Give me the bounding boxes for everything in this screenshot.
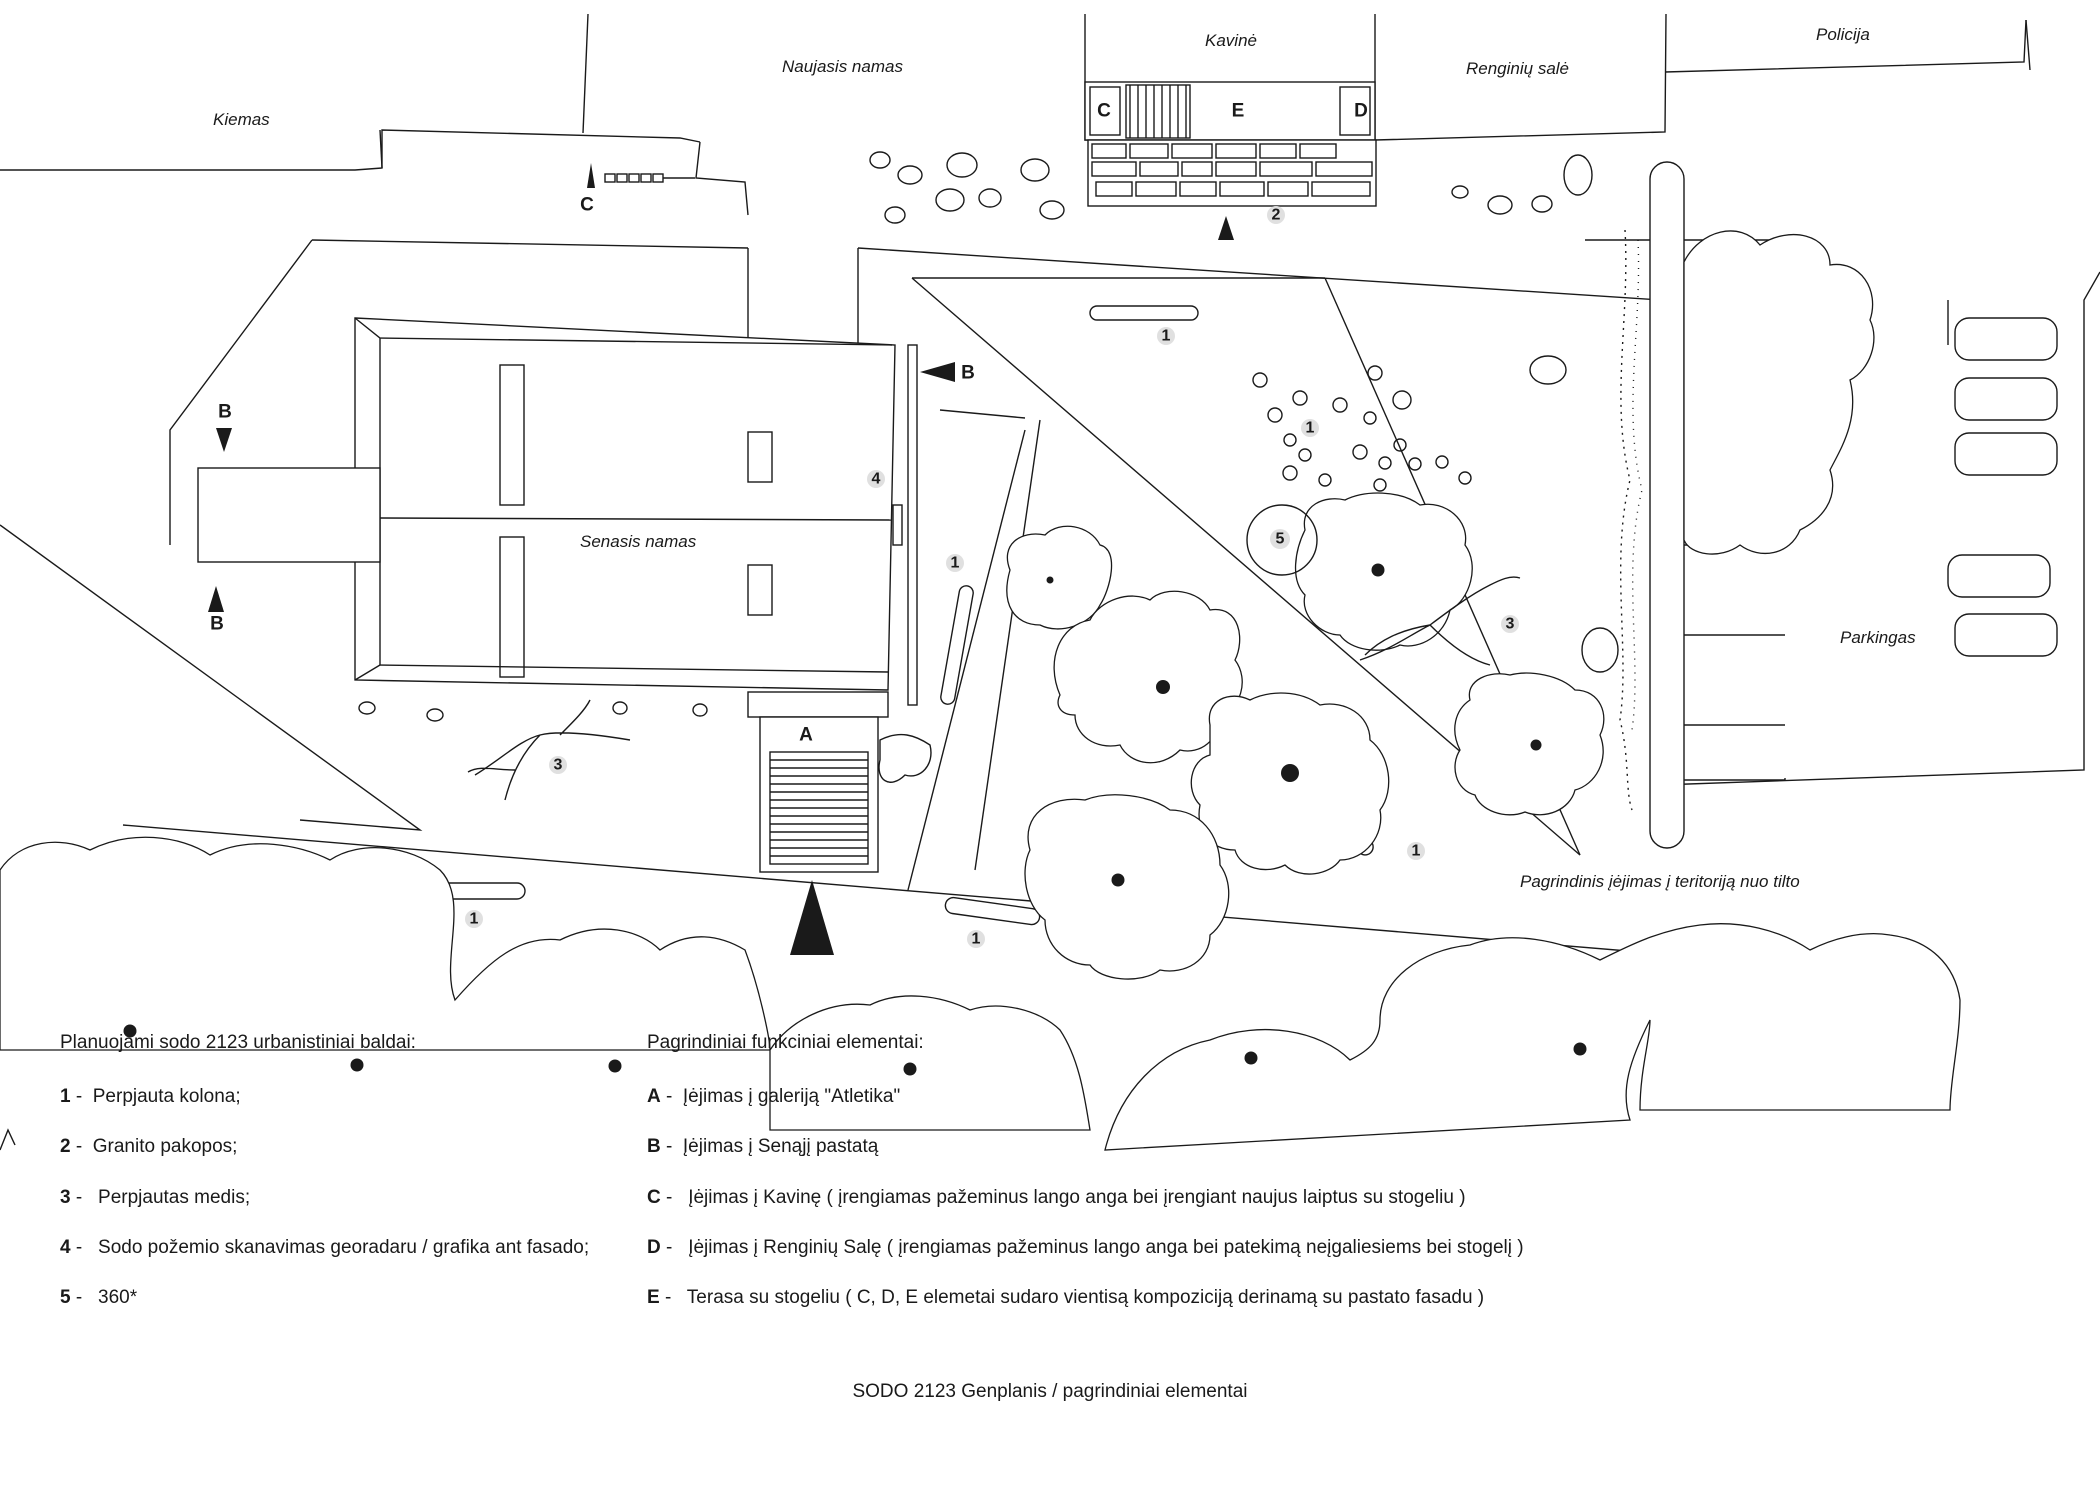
cafe-step-arrow-icon bbox=[1218, 216, 1234, 240]
label-kavine: Kavinė bbox=[1205, 31, 1257, 50]
cafe-steps bbox=[1125, 84, 1191, 139]
granite-steps bbox=[1087, 139, 1377, 207]
top-buildings bbox=[0, 13, 2031, 216]
label-parkingas: Parkingas bbox=[1840, 628, 1916, 647]
marker-c-window: C bbox=[580, 195, 594, 216]
marker-1-top: 1 bbox=[1162, 328, 1171, 345]
boulders bbox=[358, 151, 1619, 722]
label-policija: Policija bbox=[1816, 25, 1870, 44]
marker-d: D bbox=[1354, 101, 1368, 122]
legend-right-item: C - Įėjimas į Kavinę ( įrengiamas pažemi… bbox=[647, 1187, 1466, 1208]
legend-right-item: B - Įėjimas į Senąjį pastatą bbox=[647, 1136, 879, 1157]
marker-b-west-bottom: B bbox=[210, 614, 224, 635]
label-kiemas: Kiemas bbox=[213, 110, 270, 129]
trees bbox=[123, 492, 1605, 1076]
hedge-row bbox=[0, 836, 1961, 1151]
plan-caption: SODO 2123 Genplanis / pagrindiniai eleme… bbox=[852, 1381, 1248, 1402]
legend-left-item: 1 - Perpjauta kolona; bbox=[60, 1086, 241, 1107]
marker-3-west: 3 bbox=[554, 757, 563, 774]
marker-3-east: 3 bbox=[1506, 616, 1515, 633]
b-entrance-markers bbox=[208, 362, 955, 612]
viewpoint-360 bbox=[1246, 504, 1318, 576]
arrow-left-icon bbox=[920, 362, 955, 382]
arrow-up-icon bbox=[208, 586, 224, 612]
legend-left-item: 5 - 360* bbox=[60, 1287, 138, 1308]
marker-5: 5 bbox=[1276, 531, 1285, 548]
parking-tree bbox=[1683, 230, 1875, 555]
label-pagrindinis-iejimas: Pagrindinis įėjimas į teritoriją nuo til… bbox=[1520, 872, 1800, 891]
parking-hedge bbox=[1619, 161, 1685, 849]
marker-b-east: B bbox=[961, 363, 975, 384]
cut-trees bbox=[467, 576, 1521, 801]
legend-right-title: Pagrindiniai funkciniai elementai: bbox=[647, 1032, 924, 1053]
marker-2: 2 bbox=[1272, 207, 1281, 224]
legend-left-item: 2 - Granito pakopos; bbox=[60, 1136, 238, 1157]
gallery-entrance-stairs bbox=[759, 716, 879, 955]
marker-1-path: 1 bbox=[951, 555, 960, 572]
legend-left-item: 4 - Sodo požemio skanavimas georadaru / … bbox=[60, 1237, 590, 1258]
label-senasis-namas: Senasis namas bbox=[580, 532, 697, 551]
legend-right-item: A - Įėjimas į galeriją "Atletika" bbox=[647, 1086, 901, 1107]
marker-c: C bbox=[1097, 101, 1111, 122]
marker-1-entry: 1 bbox=[1412, 843, 1421, 860]
legend-right-item: D - Įėjimas į Renginių Salę ( įrengiamas… bbox=[647, 1237, 1524, 1258]
arrow-down-icon bbox=[216, 428, 232, 452]
cafe-c-entrance-marker bbox=[587, 163, 695, 188]
legend-left-title: Planuojami sodo 2123 urbanistiniai balda… bbox=[60, 1032, 416, 1053]
marker-4: 4 bbox=[872, 471, 881, 488]
old-house bbox=[197, 317, 918, 718]
main-entrance-arrow-icon bbox=[790, 880, 834, 955]
parked-cars bbox=[1947, 317, 2058, 657]
number-markers: 2 1 1 4 1 5 3 3 1 1 1 bbox=[465, 206, 1519, 948]
cafe-terrace bbox=[1084, 81, 1377, 207]
legend-left-item: 3 - Perpjautas medis; bbox=[60, 1187, 251, 1208]
marker-e: E bbox=[1232, 101, 1245, 122]
label-renginiu-sale: Renginių salė bbox=[1466, 59, 1569, 78]
legend-right-item: E - Terasa su stogeliu ( C, D, E elemeta… bbox=[647, 1287, 1485, 1308]
label-naujasis-namas: Naujasis namas bbox=[782, 57, 903, 76]
marker-b-west-top: B bbox=[218, 402, 232, 423]
marker-1-boulders: 1 bbox=[1306, 420, 1315, 437]
marker-1-south: 1 bbox=[972, 931, 981, 948]
marker-1-southwest: 1 bbox=[470, 911, 479, 928]
marker-a: A bbox=[799, 725, 813, 746]
